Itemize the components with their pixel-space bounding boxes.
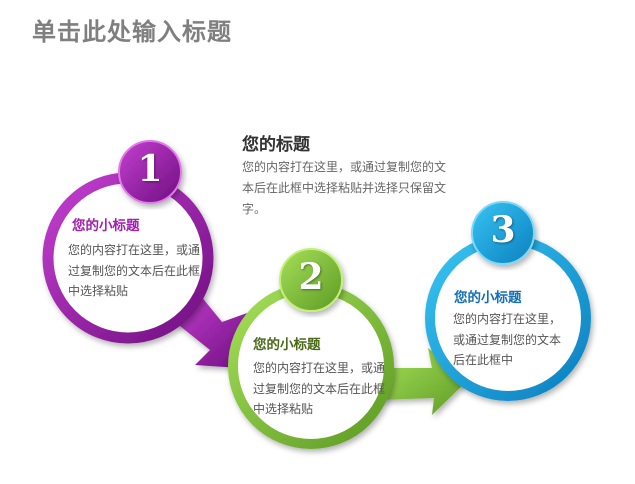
step-2-subtitle[interactable]: 您的小标题 bbox=[253, 337, 321, 353]
step-3-body[interactable]: 您的内容打在这里，或通过复制您的文本后在此框中 bbox=[453, 312, 562, 367]
slide-title[interactable]: 单击此处输入标题 bbox=[32, 18, 232, 46]
badge-1 bbox=[118, 140, 182, 204]
badge-3 bbox=[471, 201, 535, 265]
step-2-number: 2 bbox=[298, 256, 324, 298]
step-3-number: 3 bbox=[490, 209, 516, 251]
intro-body[interactable]: 您的内容打在这里，或通过复制您的文本后在此框中选择粘贴并选择只保留文字。 bbox=[242, 160, 447, 216]
badge-2 bbox=[279, 248, 343, 312]
step-1-subtitle[interactable]: 您的小标题 bbox=[72, 218, 140, 234]
intro-heading[interactable]: 您的标题 bbox=[242, 135, 310, 155]
step-1-body[interactable]: 您的内容打在这里，或通过复制您的文本后在此框中选择粘贴 bbox=[68, 243, 201, 298]
step-2-body[interactable]: 您的内容打在这里，或通过复制您的文本后在此框中选择粘贴 bbox=[253, 361, 386, 416]
step-1-number: 1 bbox=[137, 148, 163, 190]
step-3-subtitle[interactable]: 您的小标题 bbox=[454, 290, 522, 306]
